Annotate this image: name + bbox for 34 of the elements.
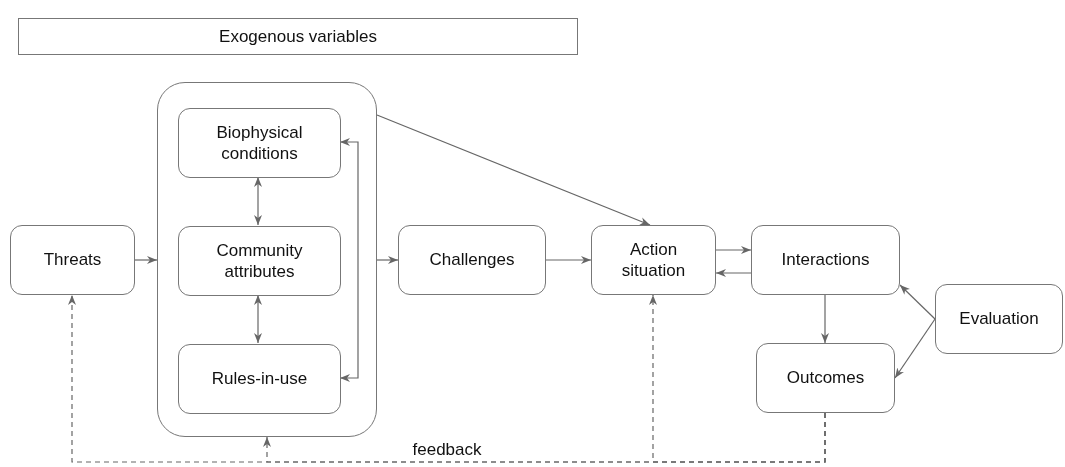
arrow (339, 138, 359, 382)
node-label: Evaluation (958, 308, 1040, 330)
node-label: Exogenous variables (218, 25, 378, 48)
node-label: Biophysical conditions (215, 121, 304, 165)
node-label: Community attributes (215, 239, 304, 283)
process-box (756, 343, 895, 413)
arrow (894, 318, 936, 379)
arrow (545, 256, 592, 264)
arrow (649, 294, 826, 463)
arrow (254, 294, 262, 344)
process-box (398, 225, 546, 295)
node-label: Action situation (620, 238, 687, 282)
group-box (157, 82, 377, 437)
node-label: Interactions (780, 249, 871, 271)
process-box (10, 225, 135, 295)
node-label: Outcomes (785, 367, 866, 389)
arrow (134, 256, 158, 264)
arrow (821, 294, 829, 344)
arrow (715, 269, 752, 277)
node-label: Rules-in-use (210, 368, 309, 390)
process-box (178, 226, 341, 296)
arrow (376, 114, 651, 226)
process-box (935, 284, 1063, 354)
process-box (178, 108, 341, 178)
arrow (254, 176, 262, 226)
process-box (751, 225, 900, 295)
header-box (18, 18, 578, 55)
arrow (715, 246, 752, 254)
arrow (899, 284, 936, 320)
node-label: Challenges (428, 249, 516, 271)
process-box (178, 344, 341, 414)
node-label: Threats (42, 249, 103, 271)
process-box (591, 225, 716, 295)
arrow (376, 256, 399, 264)
